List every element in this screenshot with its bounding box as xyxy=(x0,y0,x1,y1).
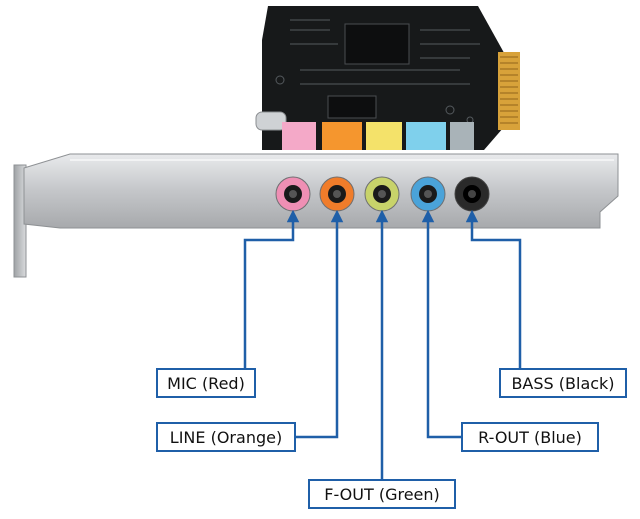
header-blue xyxy=(406,122,446,150)
pcie-contacts xyxy=(500,56,518,124)
label-rear-out: R-OUT (Blue) xyxy=(461,422,599,452)
label-front-out: F-OUT (Green) xyxy=(308,479,456,509)
secondary-chip xyxy=(327,95,377,119)
label-bass: BASS (Black) xyxy=(499,368,627,398)
pcb-board xyxy=(255,6,520,150)
header-gray xyxy=(450,122,474,150)
jack-rear-out xyxy=(410,176,446,212)
header-orange xyxy=(322,122,362,150)
audio-jacks xyxy=(275,176,490,212)
crystal-oscillator xyxy=(255,111,287,131)
callout-line-mic xyxy=(243,209,300,385)
jack-front-out xyxy=(364,176,400,212)
label-line-text: LINE (Orange) xyxy=(170,428,282,447)
callout-line-bass xyxy=(465,209,522,385)
jack-line xyxy=(319,176,355,212)
label-bass-text: BASS (Black) xyxy=(511,374,614,393)
callout-line-line xyxy=(295,209,344,439)
label-mic: MIC (Red) xyxy=(156,368,256,398)
label-front-out-text: F-OUT (Green) xyxy=(324,485,440,504)
jack-bass xyxy=(454,176,490,212)
callout-line-rear xyxy=(421,209,462,439)
label-rear-out-text: R-OUT (Blue) xyxy=(478,428,582,447)
audio-chip xyxy=(344,23,410,65)
port-labels: MIC (Red) LINE (Orange) F-OUT (Green) R-… xyxy=(156,368,627,509)
header-pink xyxy=(282,122,316,150)
label-line: LINE (Orange) xyxy=(156,422,296,452)
pcb-components xyxy=(275,19,480,124)
header-yellow xyxy=(366,122,402,150)
metal-bracket xyxy=(13,153,619,278)
label-mic-text: MIC (Red) xyxy=(167,374,245,393)
jack-mic xyxy=(275,176,311,212)
